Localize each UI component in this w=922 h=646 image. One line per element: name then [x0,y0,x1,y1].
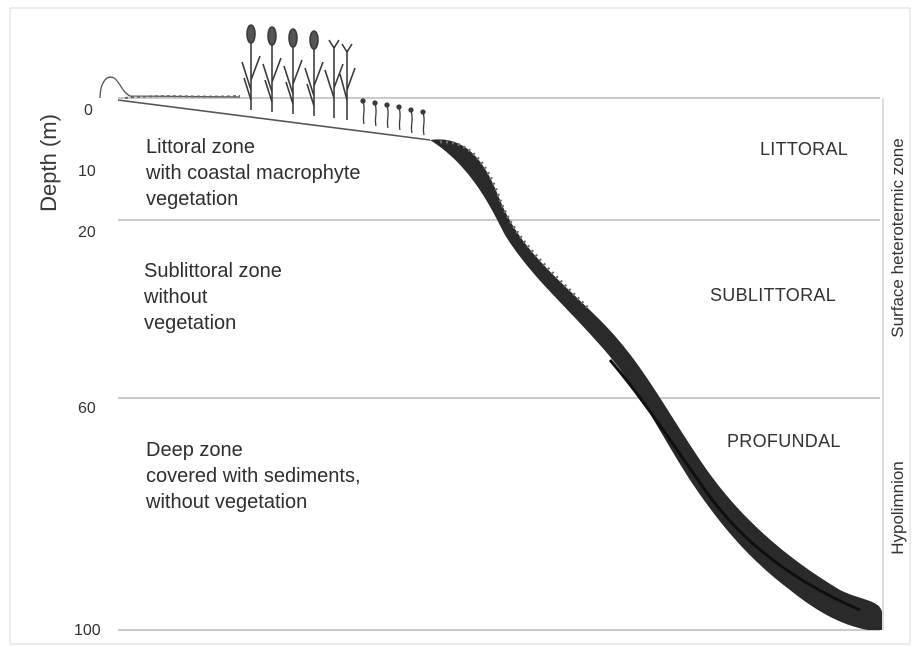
reed-plant [305,31,323,116]
zone-name-littoral: LITTORAL [760,138,848,160]
zone-name-sublittoral: SUBLITTORAL [710,284,836,306]
reed-plant [340,44,355,120]
macrophyte-plants [242,25,355,120]
submerged-plants [361,99,425,135]
reed-plant [263,27,281,112]
reed-plant [284,29,302,114]
littoral-zone-description: Littoral zone with coastal macrophyte ve… [146,134,416,212]
submerged-plant [385,103,389,128]
tick-label-100: 100 [74,622,101,640]
tick-label-0: 0 [84,102,93,120]
depth-axis-title: Depth (m) [36,108,62,218]
submerged-plant [409,108,413,133]
zone-name-profundal: PROFUNDAL [727,430,841,452]
hypolimnion-label: Hypolimnion [888,458,908,558]
submerged-plant [373,101,377,126]
tick-label-60: 60 [78,400,96,418]
bottom-slope-band [430,139,882,630]
surface-heterotermic-zone-label: Surface heterotermic zone [888,118,908,358]
submerged-plant [421,110,425,135]
tick-label-10: 10 [78,163,96,181]
shoreline-outline [100,77,240,98]
deep-zone-description: Deep zone covered with sediments, withou… [146,437,446,515]
tick-label-20: 20 [78,224,96,242]
reed-plant [325,40,343,118]
submerged-plant [361,99,365,124]
submerged-plant [397,105,401,130]
sublittoral-zone-description: Sublittoral zone without vegetation [144,258,364,336]
